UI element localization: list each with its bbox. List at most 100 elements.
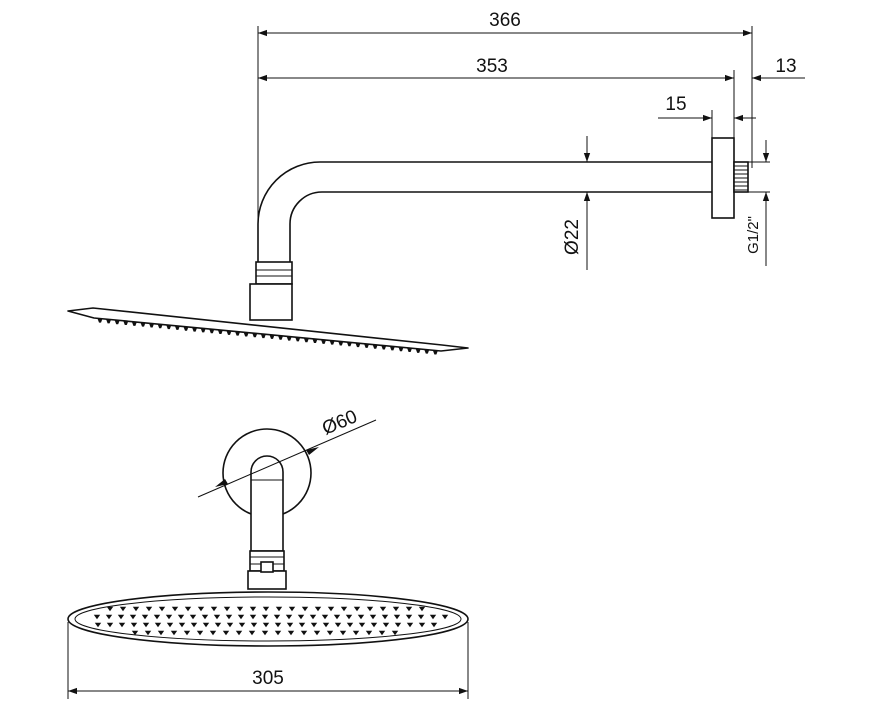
nozzle-front [334, 622, 342, 628]
nozzle-side [200, 328, 206, 333]
nozzle-side [217, 330, 223, 335]
nozzle-front [441, 614, 449, 620]
nozzle-side [269, 334, 275, 339]
nozzle-front [418, 606, 426, 612]
front-view-dimensions: Ø60 305 [67, 406, 469, 699]
nozzle-front [313, 630, 321, 636]
nozzle-front [339, 630, 347, 636]
nozzle-side [209, 329, 215, 334]
nozzle-side [131, 321, 137, 326]
nozzle-front [287, 630, 295, 636]
nozzle-front [298, 622, 306, 628]
nozzle-front [309, 614, 317, 620]
side-view-dimensions: 366 353 13 15 Ø22 G1/2" [257, 10, 805, 270]
nozzle-side [183, 326, 189, 331]
nozzle-front [301, 606, 309, 612]
nozzle-front [129, 614, 137, 620]
nozzle-side [338, 341, 344, 346]
nozzle-front [118, 622, 126, 628]
nozzle-front [406, 622, 414, 628]
dim-overall-length: 366 [489, 10, 521, 31]
nozzle-front [177, 614, 185, 620]
nozzle-front [235, 630, 243, 636]
nozzle-front [297, 614, 305, 620]
nozzle-front [213, 614, 221, 620]
nozzle-side [149, 323, 155, 328]
nozzle-front [300, 630, 308, 636]
nozzle-side [398, 347, 404, 352]
shower-arm-inner [289, 191, 713, 263]
nozzle-front [226, 622, 234, 628]
nozzle-front [225, 614, 233, 620]
nozzle-front [93, 614, 101, 620]
nozzle-front [214, 622, 222, 628]
nozzle-side [106, 319, 112, 324]
nozzle-front [381, 614, 389, 620]
nozzle-side [166, 325, 172, 330]
nozzle-front [183, 630, 191, 636]
nozzle-side [260, 334, 266, 339]
nozzle-front [326, 630, 334, 636]
nozzle-front [391, 630, 399, 636]
nozzle-front [369, 614, 377, 620]
nozzle-side [235, 331, 241, 336]
nozzle-front [353, 606, 361, 612]
dim-flange-offset: 13 [775, 56, 796, 77]
nozzle-front [393, 614, 401, 620]
nozzle-front [145, 606, 153, 612]
side-view [67, 137, 749, 355]
dim-line-flange-diameter [197, 419, 377, 498]
nozzle-side [312, 339, 318, 344]
nozzle-front [357, 614, 365, 620]
nozzle-side [415, 348, 421, 353]
nozzle-side [321, 339, 327, 344]
nozzle-side [295, 337, 301, 342]
nozzle-front [223, 606, 231, 612]
nozzle-front [165, 614, 173, 620]
nozzle-front [262, 606, 270, 612]
nozzle-front [405, 606, 413, 612]
nozzle-front [274, 622, 282, 628]
nozzle-side [286, 336, 292, 341]
nozzle-side [424, 349, 430, 354]
nozzle-front [314, 606, 322, 612]
nozzle-row-side [97, 318, 438, 355]
nozzle-front [131, 630, 139, 636]
nozzle-front [210, 606, 218, 612]
nozzle-front [130, 622, 138, 628]
nozzle-front [236, 606, 244, 612]
nozzle-side [364, 343, 370, 348]
nozzle-front [158, 606, 166, 612]
nozzle-front [196, 630, 204, 636]
nozzle-front [261, 630, 269, 636]
nozzle-front [141, 614, 149, 620]
nozzle-front [340, 606, 348, 612]
nozzle-front [286, 622, 294, 628]
nozzle-front [429, 614, 437, 620]
nozzle-side [346, 342, 352, 347]
nozzle-side [389, 346, 395, 351]
nozzle-front [392, 606, 400, 612]
nozzle-side [372, 344, 378, 349]
nozzle-side [97, 318, 103, 323]
nozzle-front [144, 630, 152, 636]
nozzle-front [417, 614, 425, 620]
nozzle-front [333, 614, 341, 620]
nozzle-side [407, 348, 413, 353]
head-connector-front [247, 570, 287, 590]
nozzle-front [262, 622, 270, 628]
nozzle-front [321, 614, 329, 620]
nozzle-front [310, 622, 318, 628]
nozzle-front [346, 622, 354, 628]
shower-head-side [67, 307, 469, 352]
nozzle-front [365, 630, 373, 636]
wall-flange [711, 137, 735, 219]
nozzle-front [275, 606, 283, 612]
dim-flange-diameter: Ø60 [319, 406, 360, 439]
dim-flange-thickness: 15 [665, 94, 686, 115]
nozzle-side [355, 343, 361, 348]
head-connector [249, 283, 293, 321]
nozzle-front [153, 614, 161, 620]
nozzle-front [132, 606, 140, 612]
nozzle-side [157, 324, 163, 329]
